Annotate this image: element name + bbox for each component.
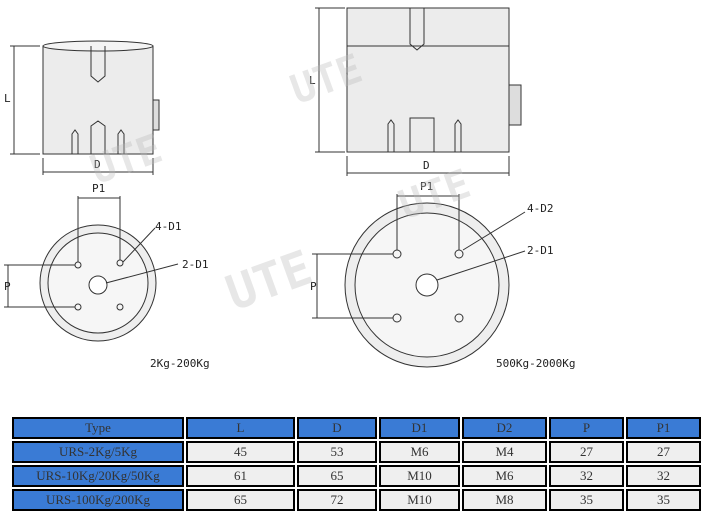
cell: 53 bbox=[297, 441, 377, 463]
right-P-label: P bbox=[310, 280, 317, 293]
type-cell: URS-2Kg/5Kg bbox=[12, 441, 184, 463]
cell: M8 bbox=[462, 489, 547, 511]
cell: 35 bbox=[626, 489, 701, 511]
left-P-label: P bbox=[4, 280, 11, 293]
header-D1: D1 bbox=[379, 417, 460, 439]
table-row: URS-10Kg/20Kg/50Kg 61 65 M10 M6 32 32 bbox=[12, 465, 701, 487]
type-cell: URS-10Kg/20Kg/50Kg bbox=[12, 465, 184, 487]
header-P: P bbox=[549, 417, 624, 439]
cell: 65 bbox=[297, 465, 377, 487]
header-type: Type bbox=[12, 417, 184, 439]
left-hole1-label: 4-D1 bbox=[155, 220, 182, 233]
header-P1: P1 bbox=[626, 417, 701, 439]
small-sensor-side-view bbox=[10, 40, 160, 175]
spec-table: Type L D D1 D2 P P1 URS-2Kg/5Kg 45 53 M6… bbox=[10, 415, 703, 513]
cell: M10 bbox=[379, 489, 460, 511]
cell: M6 bbox=[462, 465, 547, 487]
cell: 65 bbox=[186, 489, 295, 511]
left-range-label: 2Kg-200Kg bbox=[150, 357, 210, 370]
table-row: URS-2Kg/5Kg 45 53 M6 M4 27 27 bbox=[12, 441, 701, 463]
dimension-drawing: L D P1 4-D1 2-D1 P 2Kg-200Kg L D P1 4-D2… bbox=[4, 7, 575, 370]
type-cell: URS-100Kg/200Kg bbox=[12, 489, 184, 511]
right-range-label: 500Kg-2000Kg bbox=[496, 357, 575, 370]
cell: M4 bbox=[462, 441, 547, 463]
left-P1-label: P1 bbox=[92, 182, 105, 195]
header-L: L bbox=[186, 417, 295, 439]
small-sensor-plan-view bbox=[4, 196, 179, 342]
cell: 27 bbox=[626, 441, 701, 463]
svg-text:UTE: UTE bbox=[219, 240, 320, 322]
header-D2: D2 bbox=[462, 417, 547, 439]
left-D-label: D bbox=[94, 158, 101, 171]
large-sensor-side-view bbox=[315, 7, 522, 176]
header-D: D bbox=[297, 417, 377, 439]
table-row: URS-100Kg/200Kg 65 72 M10 M8 35 35 bbox=[12, 489, 701, 511]
left-hole2-label: 2-D1 bbox=[182, 258, 209, 271]
cell: M10 bbox=[379, 465, 460, 487]
cell: 32 bbox=[626, 465, 701, 487]
large-sensor-plan-view bbox=[312, 194, 526, 368]
right-hole2-label: 2-D1 bbox=[527, 244, 554, 257]
table-header-row: Type L D D1 D2 P P1 bbox=[12, 417, 701, 439]
right-hole1-label: 4-D2 bbox=[527, 202, 554, 215]
left-L-label: L bbox=[4, 92, 11, 105]
cell: 35 bbox=[549, 489, 624, 511]
right-D-label: D bbox=[423, 159, 430, 172]
cell: 61 bbox=[186, 465, 295, 487]
cell: 27 bbox=[549, 441, 624, 463]
cell: M6 bbox=[379, 441, 460, 463]
right-L-label: L bbox=[309, 74, 316, 87]
cell: 72 bbox=[297, 489, 377, 511]
cell: 32 bbox=[549, 465, 624, 487]
right-P1-label: P1 bbox=[420, 180, 433, 193]
cell: 45 bbox=[186, 441, 295, 463]
